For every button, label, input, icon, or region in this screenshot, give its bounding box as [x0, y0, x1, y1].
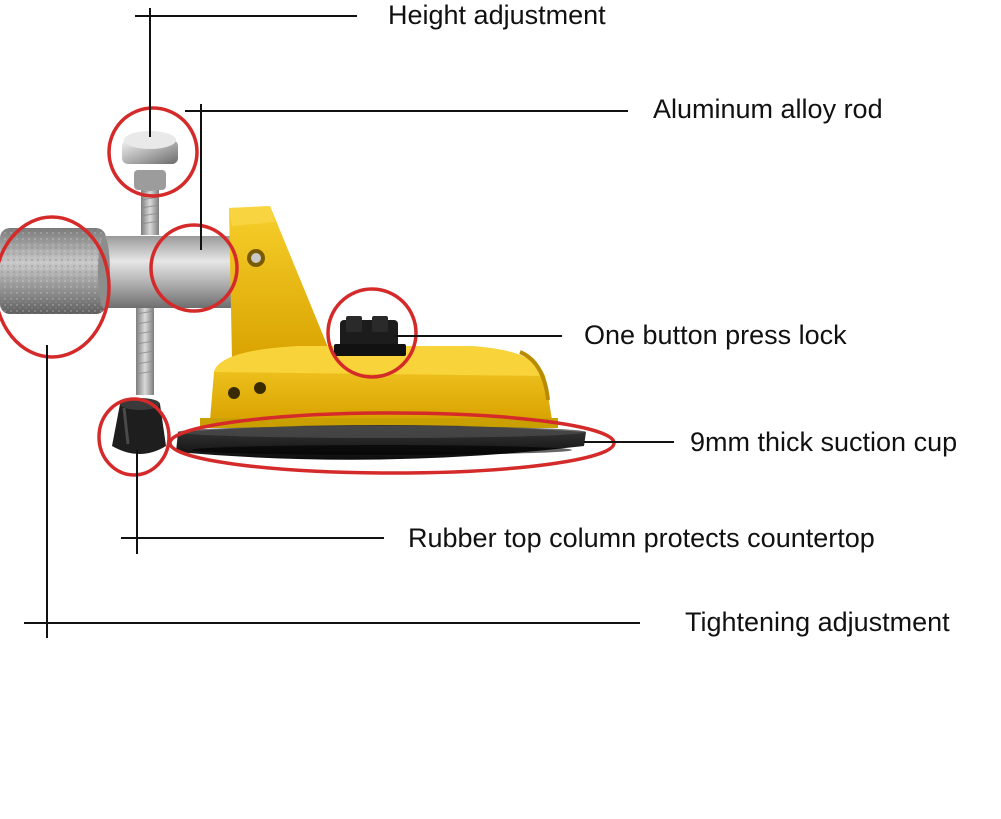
suction-cup — [176, 418, 586, 460]
leader-aluminum-alloy-rod — [185, 104, 628, 250]
threaded-screw-upper — [141, 185, 159, 235]
highlight-circle-aluminum-rod — [149, 223, 239, 313]
highlight-circle-height-adjustment — [107, 106, 199, 198]
leader-tightening-adjustment — [24, 345, 640, 638]
knurled-handle-grip — [0, 228, 106, 314]
yellow-bracket — [229, 206, 330, 360]
label-aluminum-alloy-rod: Aluminum alloy rod — [653, 94, 883, 124]
leader-height-adjustment — [135, 8, 357, 137]
threaded-screw-lower — [136, 305, 154, 395]
highlight-circle-handle-grip — [0, 215, 111, 359]
press-lock-button — [334, 316, 406, 356]
aluminum-alloy-rod — [98, 236, 236, 308]
highlight-circle-press-lock — [326, 287, 418, 379]
label-one-button-press-lock: One button press lock — [584, 320, 847, 350]
highlight-circle-rubber-column — [97, 397, 171, 477]
label-tightening-adjustment: Tightening adjustment — [685, 607, 950, 637]
label-rubber-top-column: Rubber top column protects countertop — [408, 523, 875, 553]
label-suction-cup: 9mm thick suction cup — [690, 427, 958, 457]
rubber-top-column — [112, 398, 166, 454]
suction-lifter-illustration — [0, 131, 586, 460]
yellow-dome-body — [210, 346, 552, 420]
label-height-adjustment: Height adjustment — [388, 0, 606, 30]
leader-rubber-column — [121, 450, 384, 554]
height-adjustment-knob — [122, 131, 178, 190]
